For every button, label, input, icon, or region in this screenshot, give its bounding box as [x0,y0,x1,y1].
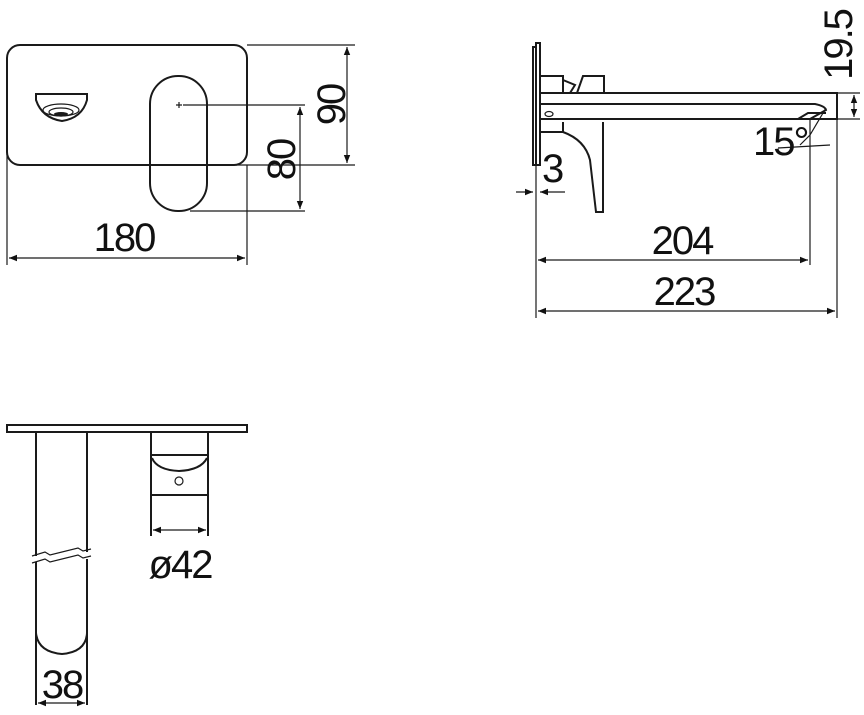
set-screw [174,476,184,486]
depth-label: 223 [654,270,715,314]
spout-tip [797,112,826,120]
handle-center-mark [176,102,182,108]
handle-offset-label: 80 [260,139,304,180]
handle [149,75,208,212]
wall-plate-top [6,424,248,433]
spout-outlet [35,93,88,123]
front-view: 90 80 180 [6,44,355,265]
set-screw [544,110,554,118]
side-view: 19.5 15° 3 204 223 [516,9,861,318]
reach-label: 204 [652,219,714,263]
spout [540,92,838,120]
spout-pipe-upper [35,432,88,556]
spout-pipe-lower [35,559,88,705]
thickness-label: 3 [542,147,563,191]
break-line [31,547,92,564]
lever-top [562,75,605,94]
width-label: 180 [94,216,155,260]
body-diameter-label: ø42 [149,543,213,587]
body-top [150,432,209,536]
lever-crescent [151,457,208,473]
extension-lines [6,44,355,265]
extension-lines [535,92,860,318]
pipe-diameter-label: 38 [42,663,83,707]
spout-height-label: 19.5 [817,9,861,80]
wall-plate-side [535,42,541,166]
top-view: ø42 38 [6,424,248,707]
angle-label: 15° [753,120,808,164]
height-label: 90 [310,84,354,125]
lever-handle [562,122,604,213]
